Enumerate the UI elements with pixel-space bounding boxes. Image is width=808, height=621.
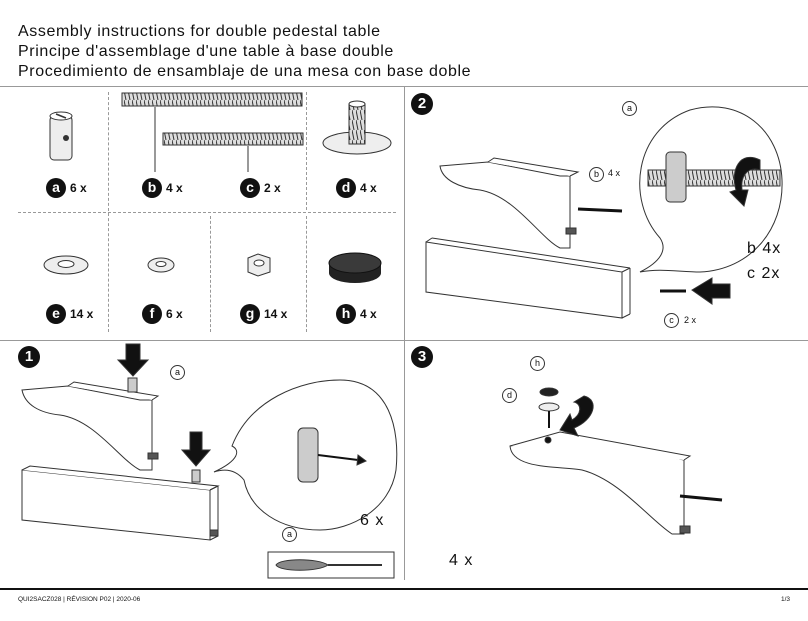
step-2-number: 2	[411, 93, 433, 115]
footer-reference: QUI2SACZ028 | RÉVISION P02 | 2020-06	[18, 596, 141, 603]
title-french: Principe d'assemblage d'une table à base…	[18, 43, 394, 60]
felt-pad-illustration	[328, 252, 382, 283]
part-a-qty: 6 x	[70, 181, 87, 195]
parts-grid-vline-1	[108, 92, 109, 332]
part-c-badge: c	[240, 178, 260, 198]
step3-count: 4 x	[449, 552, 474, 569]
step1-zoom-callout-a: a	[282, 527, 297, 542]
leveler-illustration	[322, 100, 392, 155]
barrel-nut-illustration	[49, 111, 73, 161]
part-b-badge: b	[142, 178, 162, 198]
step3-callout-d: d	[502, 388, 517, 403]
part-f-qty: 6 x	[166, 307, 183, 321]
short-rod-illustration	[162, 132, 304, 146]
parts-grid-hline	[18, 212, 396, 213]
part-g-qty: 14 x	[264, 307, 288, 321]
parts-grid-vline-3	[210, 216, 211, 332]
step-3-number: 3	[411, 346, 433, 368]
part-d-qty: 4 x	[360, 181, 377, 195]
step3-callout-h: h	[530, 356, 545, 371]
step2-callout-c: c	[664, 313, 679, 328]
step1-count: 6 x	[360, 512, 385, 529]
title-spanish: Procedimiento de ensamblaje de una mesa …	[18, 63, 472, 80]
step2-zoom-callout-a: a	[622, 101, 637, 116]
step1-callout-a: a	[170, 365, 185, 380]
part-g-badge: g	[240, 304, 260, 324]
step2-b-qty: 4 x	[608, 168, 621, 178]
part-d-badge: d	[336, 178, 356, 198]
parts-grid-vline-2	[306, 92, 307, 210]
lock-washer-illustration	[147, 257, 175, 273]
bottom-rule	[0, 588, 808, 590]
part-h-qty: 4 x	[360, 307, 377, 321]
center-divider	[404, 86, 405, 580]
step2-c-qty: 2 x	[684, 315, 697, 325]
step2-callout-b: b	[589, 167, 604, 182]
step2-zoom-b-qty: b 4x	[747, 240, 782, 257]
title-block: Assembly instructions for double pedesta…	[18, 22, 471, 82]
part-f-badge: f	[142, 304, 162, 324]
part-h-badge: h	[336, 304, 356, 324]
footer-page-number: 1/3	[780, 596, 790, 603]
step2-illustration	[425, 106, 783, 319]
title-english: Assembly instructions for double pedesta…	[18, 23, 381, 40]
part-c-qty: 2 x	[264, 181, 281, 195]
washer-illustration	[43, 255, 89, 275]
step-1-number: 1	[18, 346, 40, 368]
part-b-qty: 4 x	[166, 181, 183, 195]
hex-nut-illustration	[247, 253, 271, 277]
long-rod-illustration	[121, 92, 303, 107]
step1-illustration	[21, 343, 398, 579]
step2-zoom-c-qty: c 2x	[747, 265, 781, 282]
part-e-qty: 14 x	[70, 307, 94, 321]
step3-illustration	[509, 387, 723, 535]
part-a-badge: a	[46, 178, 66, 198]
parts-grid-vline-4	[306, 216, 307, 332]
part-e-badge: e	[46, 304, 66, 324]
